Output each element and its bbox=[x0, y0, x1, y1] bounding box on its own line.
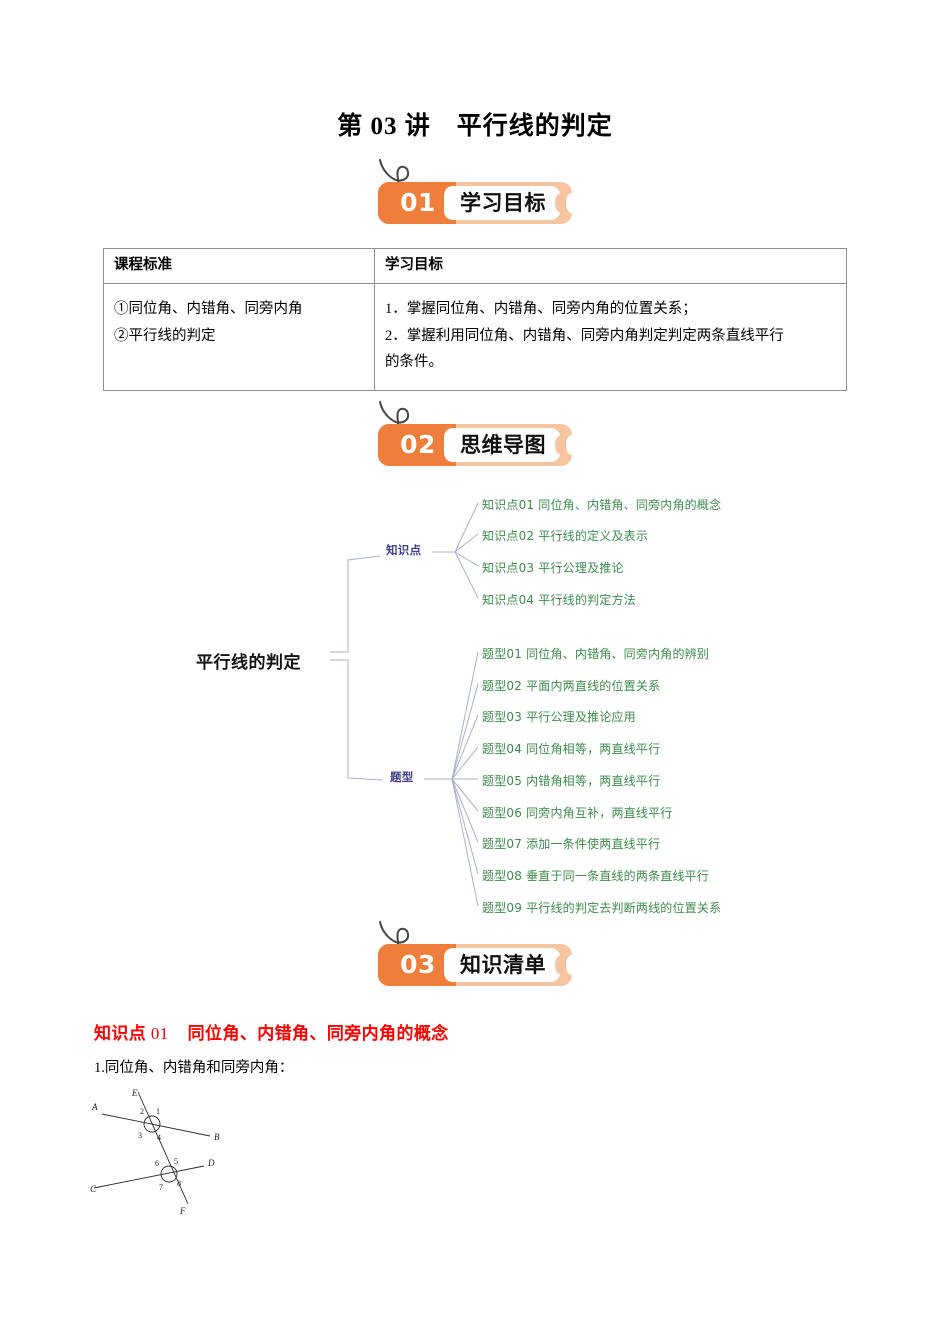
mindmap-center-node: 平行线的判定 bbox=[196, 653, 301, 673]
objective-line: 2．掌握利用同位角、内错角、同旁内角判定判定两条直线平行 bbox=[385, 327, 784, 344]
page-title: 第 03 讲 平行线的判定 bbox=[337, 113, 613, 140]
badge-number: 03 bbox=[400, 950, 436, 979]
objective-line: 1．掌握同位角、内错角、同旁内角的位置关系； bbox=[385, 300, 697, 317]
figure-label-A: A bbox=[91, 1102, 98, 1112]
badge-number: 01 bbox=[400, 188, 436, 217]
figure-angle-4: 4 bbox=[157, 1133, 161, 1142]
figure-label-C: C bbox=[90, 1184, 97, 1194]
knowledge-point-title: 同位角、内错角、同旁内角的概念 bbox=[187, 1024, 449, 1044]
mindmap-leaf: 题型08 垂直于同一条直线的两条直线平行 bbox=[482, 869, 710, 883]
mindmap-leaf: 题型07 添加一条件使两直线平行 bbox=[482, 837, 661, 851]
figure-angle-7: 7 bbox=[159, 1183, 163, 1192]
figure-angle-3: 3 bbox=[138, 1131, 142, 1140]
table-row: ①同位角、内错角、同旁内角 ②平行线的判定 1．掌握同位角、内错角、同旁内角的位… bbox=[103, 282, 847, 392]
badge-inner-shape bbox=[444, 948, 564, 982]
badge-inner-shape bbox=[444, 428, 564, 462]
mindmap-leaf: 知识点04 平行线的判定方法 bbox=[482, 593, 636, 607]
mindmap-branch-problem-types: 题型 bbox=[390, 770, 414, 784]
figure-angle-5: 5 bbox=[174, 1157, 178, 1166]
mindmap-leaf: 知识点01 同位角、内错角、同旁内角的概念 bbox=[482, 498, 722, 512]
badge-label: 学习目标 bbox=[460, 191, 546, 215]
section-badge-01: 01 学习目标 bbox=[0, 158, 950, 228]
table-header-objective: 学习目标 bbox=[374, 248, 847, 284]
mindmap-leaf: 题型04 同位角相等，两直线平行 bbox=[482, 742, 661, 756]
figure-angle-1: 1 bbox=[156, 1107, 160, 1116]
figure-label-B: B bbox=[214, 1132, 220, 1142]
mindmap-branch-knowledge: 知识点 bbox=[386, 543, 422, 557]
mindmap-leaf: 题型01 同位角、内错角、同旁内角的辨别 bbox=[482, 647, 710, 661]
figure-angle-8: 8 bbox=[177, 1179, 181, 1188]
knowledge-point-number: 01 bbox=[150, 1024, 169, 1043]
mindmap-leaf: 题型05 内错角相等，两直线平行 bbox=[482, 774, 661, 788]
mindmap-leaf: 题型06 同旁内角互补，两直线平行 bbox=[482, 806, 673, 820]
badge-left-shape bbox=[378, 944, 456, 986]
badge-label: 思维导图 bbox=[460, 433, 546, 457]
knowledge-point-heading: 知识点 01 同位角、内错角、同旁内角的概念 bbox=[94, 1019, 449, 1044]
table-cell-objective: 1．掌握同位角、内错角、同旁内角的位置关系； 2．掌握利用同位角、内错角、同旁内… bbox=[374, 282, 847, 392]
section-badge-02: 02 思维导图 bbox=[0, 400, 950, 470]
mindmap-leaf: 题型09 平行线的判定去判断两线的位置关系 bbox=[482, 901, 722, 915]
mindmap-leaf: 题型03 平行公理及推论应用 bbox=[482, 710, 636, 724]
figure-angle-6: 6 bbox=[155, 1159, 159, 1168]
objectives-table: 课程标准 学习目标 ①同位角、内错角、同旁内角 ②平行线的判定 1．掌握同位角、… bbox=[103, 248, 847, 392]
figure-label-F: F bbox=[179, 1206, 186, 1216]
badge-left-shape bbox=[378, 424, 456, 466]
mindmap-leaf: 知识点02 平行线的定义及表示 bbox=[482, 529, 649, 543]
knowledge-point-tag: 知识点 bbox=[94, 1024, 147, 1044]
standard-line: ①同位角、内错角、同旁内角 bbox=[114, 300, 303, 317]
figure-label-E: E bbox=[131, 1088, 138, 1098]
badge-left-shape bbox=[378, 182, 456, 224]
objective-line: 的条件。 bbox=[385, 354, 443, 371]
figure-angle-2: 2 bbox=[140, 1107, 144, 1116]
badge-inner-shape bbox=[444, 186, 564, 220]
table-header-row: 课程标准 学习目标 bbox=[103, 248, 847, 284]
table-cell-standard: ①同位角、内错角、同旁内角 ②平行线的判定 bbox=[103, 282, 375, 392]
mindmap-leaf: 题型02 平面内两直线的位置关系 bbox=[482, 679, 661, 693]
standard-line: ②平行线的判定 bbox=[114, 327, 216, 344]
figure-label-D: D bbox=[207, 1158, 215, 1168]
section-badge-03: 03 知识清单 bbox=[0, 920, 950, 990]
geometry-figure-eight-angles: E A B C D F 1 2 3 4 5 6 7 8 bbox=[90, 1088, 220, 1216]
mindmap-leaf: 知识点03 平行公理及推论 bbox=[482, 561, 624, 575]
knowledge-point-subtitle: 1.同位角、内错角和同旁内角： bbox=[94, 1060, 294, 1076]
badge-number: 02 bbox=[400, 430, 436, 459]
badge-label: 知识清单 bbox=[460, 953, 546, 977]
